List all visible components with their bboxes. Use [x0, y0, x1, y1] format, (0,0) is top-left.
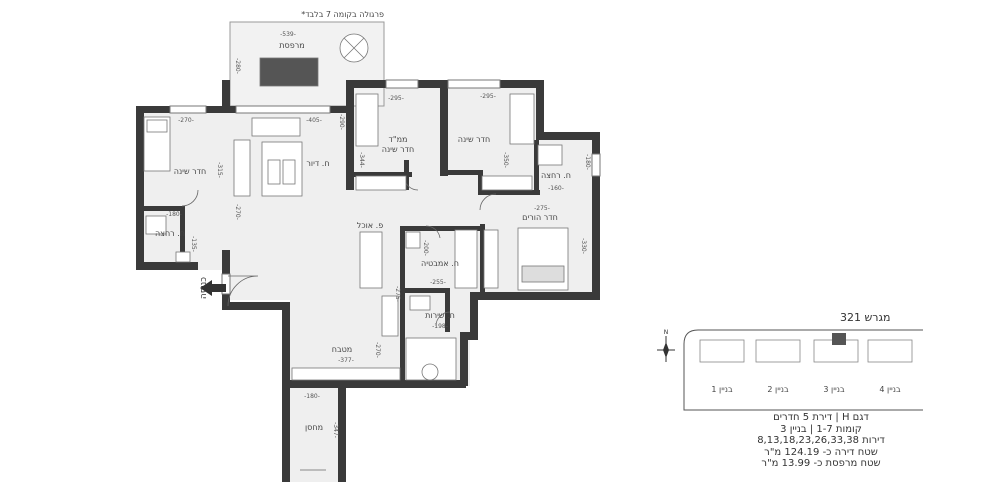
- building-1-label: בניין 1: [711, 385, 733, 394]
- lot-title: מגרש 321: [840, 311, 891, 324]
- room-parents-label: חדר הורים: [522, 213, 558, 222]
- info-line: דגם H | דירת 5 חדרים: [773, 412, 869, 423]
- dim-bathroom-h: -200-: [422, 240, 429, 256]
- dim-hall-h: -275-: [394, 286, 401, 302]
- room-living-label: ח. דיור: [306, 159, 329, 168]
- info-line: שטח דירה כ- 124.19 מ"ר: [764, 446, 878, 458]
- dim-storage-h: -347-: [332, 422, 339, 438]
- dim-bath-left-h: -135-: [190, 236, 197, 252]
- dim-kitchen-h: -270-: [374, 342, 381, 358]
- dim-bed-mid-h: -350-: [502, 152, 509, 168]
- building-2-icon: [755, 339, 801, 363]
- info-line: דירות 8,13,18,23,26,33,38: [757, 435, 885, 446]
- door-swings: [181, 175, 497, 471]
- dim-kitchen-w: -377-: [338, 357, 354, 364]
- room-bath-left-label: ח. רחצה: [155, 229, 185, 238]
- dim-bath-right-w: -160-: [548, 185, 564, 192]
- dim-bed-mid-w: -295-: [480, 93, 496, 100]
- building-2-label: בניין 2: [767, 385, 789, 394]
- dim-living-w: -405-: [306, 117, 322, 124]
- building-3-label: בניין 3: [823, 385, 845, 394]
- svg-text:N: N: [664, 329, 669, 336]
- dim-service-w: -198-: [432, 323, 448, 330]
- building-3-icon: [813, 333, 859, 363]
- building-4-icon: [867, 339, 913, 363]
- balcony-note: *פרגולה בקומה 7 בלבד: [301, 10, 384, 19]
- room-bathroom-label: ח. אמבטיה: [421, 259, 459, 268]
- building-4-label: בניין 4: [879, 385, 901, 394]
- dim-bathroom-w: -255-: [430, 279, 446, 286]
- info-line: קומות 1-7 | בניין 3: [780, 423, 862, 435]
- room-safe-label: ממ"ד: [389, 135, 408, 144]
- room-bath-right-label: ח. רחצה: [541, 171, 571, 180]
- room-dining-label: פ. אוכל: [357, 221, 383, 230]
- dim-safe-w: -295-: [388, 95, 404, 102]
- dim-parents-w: -275-: [534, 205, 550, 212]
- apartment-info: דגם H | דירת 5 חדרים קומות 1-7 | בניין 3…: [716, 412, 926, 470]
- key-plan: בניין 1 בניין 2 בניין 3 בניין 4: [683, 329, 923, 411]
- dim-living-side: -290-: [338, 114, 345, 130]
- dim-balcony-w: -539-: [280, 31, 296, 38]
- dim-bath-right-h: -180-: [584, 154, 591, 170]
- room-storage-label: מחסן: [305, 423, 323, 432]
- dim-storage-w: -180-: [304, 393, 320, 400]
- dim-bed-left-w: -270-: [178, 117, 194, 124]
- info-line: שטח מרפסת כ- 13.99 מ"ר: [761, 458, 881, 469]
- walls: [136, 80, 600, 482]
- dim-bath-left-w: -180-: [166, 211, 182, 218]
- furniture: [143, 33, 569, 381]
- dim-safe-h: -344-: [358, 152, 365, 168]
- north-compass-icon: N: [657, 329, 675, 362]
- dim-balcony-h: -280-: [234, 58, 241, 74]
- room-kitchen-label: מטבח: [332, 345, 352, 354]
- room-bedroom-left-label: חדר שינה: [174, 167, 207, 176]
- entrance-label: כניסה: [199, 277, 209, 299]
- building-1-icon: [699, 339, 745, 363]
- dim-parents-h: -330-: [580, 238, 587, 254]
- entrance-arrow-icon: [200, 280, 226, 296]
- room-bedroom-mid-label: חדר שינה: [458, 135, 491, 144]
- room-safe-sub-label: חדר שינה: [382, 145, 415, 154]
- dim-living-h: -270-: [234, 204, 241, 220]
- room-balcony-label: מרפסת: [279, 41, 304, 50]
- dim-bed-left-h: -315-: [216, 162, 223, 178]
- room-service-label: ח. שירות: [425, 311, 455, 320]
